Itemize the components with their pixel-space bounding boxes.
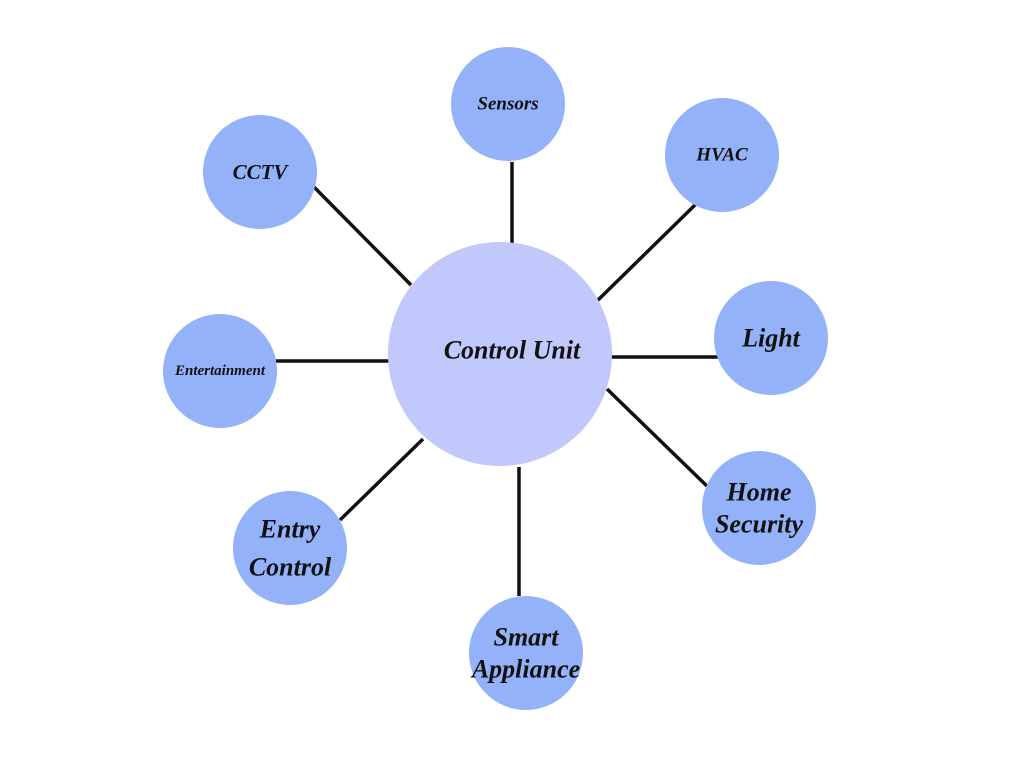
node-circle-smart-appliance (469, 596, 583, 710)
node-circle-hvac (665, 98, 779, 212)
node-light: Light (714, 281, 828, 395)
node-home-security-label-line-1: Home (726, 478, 792, 507)
node-circle-entertainment (163, 314, 277, 428)
node-cctv: CCTV (203, 115, 317, 229)
node-smart-appliance-label-line-1: Smart (493, 623, 559, 652)
node-hvac: HVAC (665, 98, 779, 212)
center-circle (388, 242, 612, 466)
connector-home-security (605, 387, 712, 491)
node-circle-entry-control (233, 491, 347, 605)
node-home-security-label-line-2: Security (715, 510, 804, 539)
node-circle-sensors (451, 47, 565, 161)
node-entertainment: Entertainment (163, 314, 277, 428)
node-entry-control-label-line-1: Entry (259, 515, 321, 544)
node-circle-light (714, 281, 828, 395)
center-node: Control Unit (388, 242, 612, 466)
node-hvac-label-line-1: HVAC (695, 145, 748, 166)
connector-cctv (312, 185, 413, 287)
node-entry-control-label-line-2: Control (249, 553, 332, 582)
connectors (273, 162, 718, 596)
node-sensors-label-line-1: Sensors (477, 94, 538, 115)
center-label-line-1: Control Unit (444, 336, 581, 365)
node-cctv-label-line-1: CCTV (233, 160, 290, 184)
node-smart-appliance-label-line-2: Appliance (470, 655, 580, 684)
node-light-label-line-1: Light (741, 324, 801, 353)
node-circle-home-security (702, 451, 816, 565)
node-entertainment-label-line-1: Entertainment (174, 363, 266, 379)
connector-hvac (595, 202, 698, 303)
node-sensors: Sensors (451, 47, 565, 161)
node-circle-cctv (203, 115, 317, 229)
connector-entry-control (338, 437, 425, 522)
